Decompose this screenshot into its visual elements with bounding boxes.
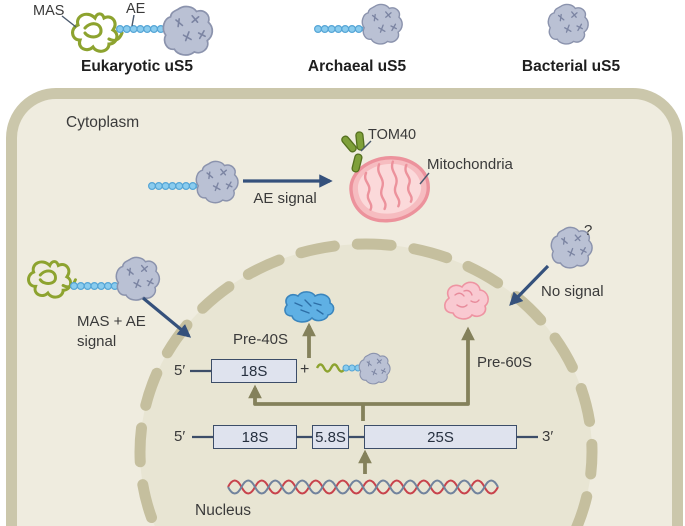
no-signal-label: No signal (541, 283, 604, 300)
gene-three-prime-label: 3′ (542, 428, 554, 445)
gene-box-18s-processed: 18S (211, 359, 297, 383)
processing-arrows (248, 322, 475, 474)
mas-ae-signal-label: MAS + AE signal (77, 312, 146, 352)
archaeal-us5-label: Archaeal uS5 (307, 58, 407, 75)
pre60s-particle-icon (444, 281, 489, 320)
protein-blob-icon (162, 5, 214, 56)
tom40-label: TOM40 (368, 127, 417, 143)
mas-tag-label: MAS (33, 3, 65, 19)
pre40s-particle-icon (284, 291, 335, 323)
gene-box-18s: 18S (213, 425, 297, 449)
ae-tag-label: AE (126, 1, 146, 17)
signal-arrows (141, 174, 550, 338)
arrow-no-signal (509, 264, 550, 306)
transcript-lines (190, 369, 538, 439)
bacterial-us5-icon (547, 3, 589, 45)
archaeal-us5-icon (314, 3, 403, 45)
mas-ae-signal-line2: signal (77, 333, 117, 350)
pre60s-label: Pre-60S (477, 354, 533, 371)
plus-sign: + (300, 361, 310, 378)
eukaryotic-us5-label: Eukaryotic uS5 (81, 58, 193, 75)
ae-signal-label: AE signal (253, 190, 317, 207)
unknown-signal-mark: ? (584, 222, 593, 239)
gene-box-25s: 25S (364, 425, 517, 449)
mitochondria-label: Mitochondria (427, 156, 513, 173)
dna-helix-icon (227, 479, 499, 495)
mitochondria-icon (349, 156, 430, 223)
mas-tangle-icon (71, 12, 124, 53)
mas-ae-signal-line1: MAS + AE (77, 313, 146, 330)
arrow-mas-ae-signal (141, 296, 192, 338)
pre40s-label: Pre-40S (233, 331, 289, 348)
gene-box-5-8s: 5.8S (312, 425, 349, 449)
arrow-to-18s (248, 384, 363, 406)
arrow-to-pre60s (363, 326, 475, 406)
processed-five-prime-label: 5′ (174, 362, 186, 379)
label-pointers (61, 14, 430, 185)
nucleus-label: Nucleus (195, 502, 251, 519)
mas-ae-protein-icon (27, 256, 161, 301)
cytoplasm-label: Cytoplasm (66, 114, 140, 131)
bacterial-us5-label: Bacterial uS5 (521, 58, 621, 75)
ae-signal-protein-icon (148, 160, 239, 204)
gene-five-prime-label: 5′ (174, 428, 186, 445)
